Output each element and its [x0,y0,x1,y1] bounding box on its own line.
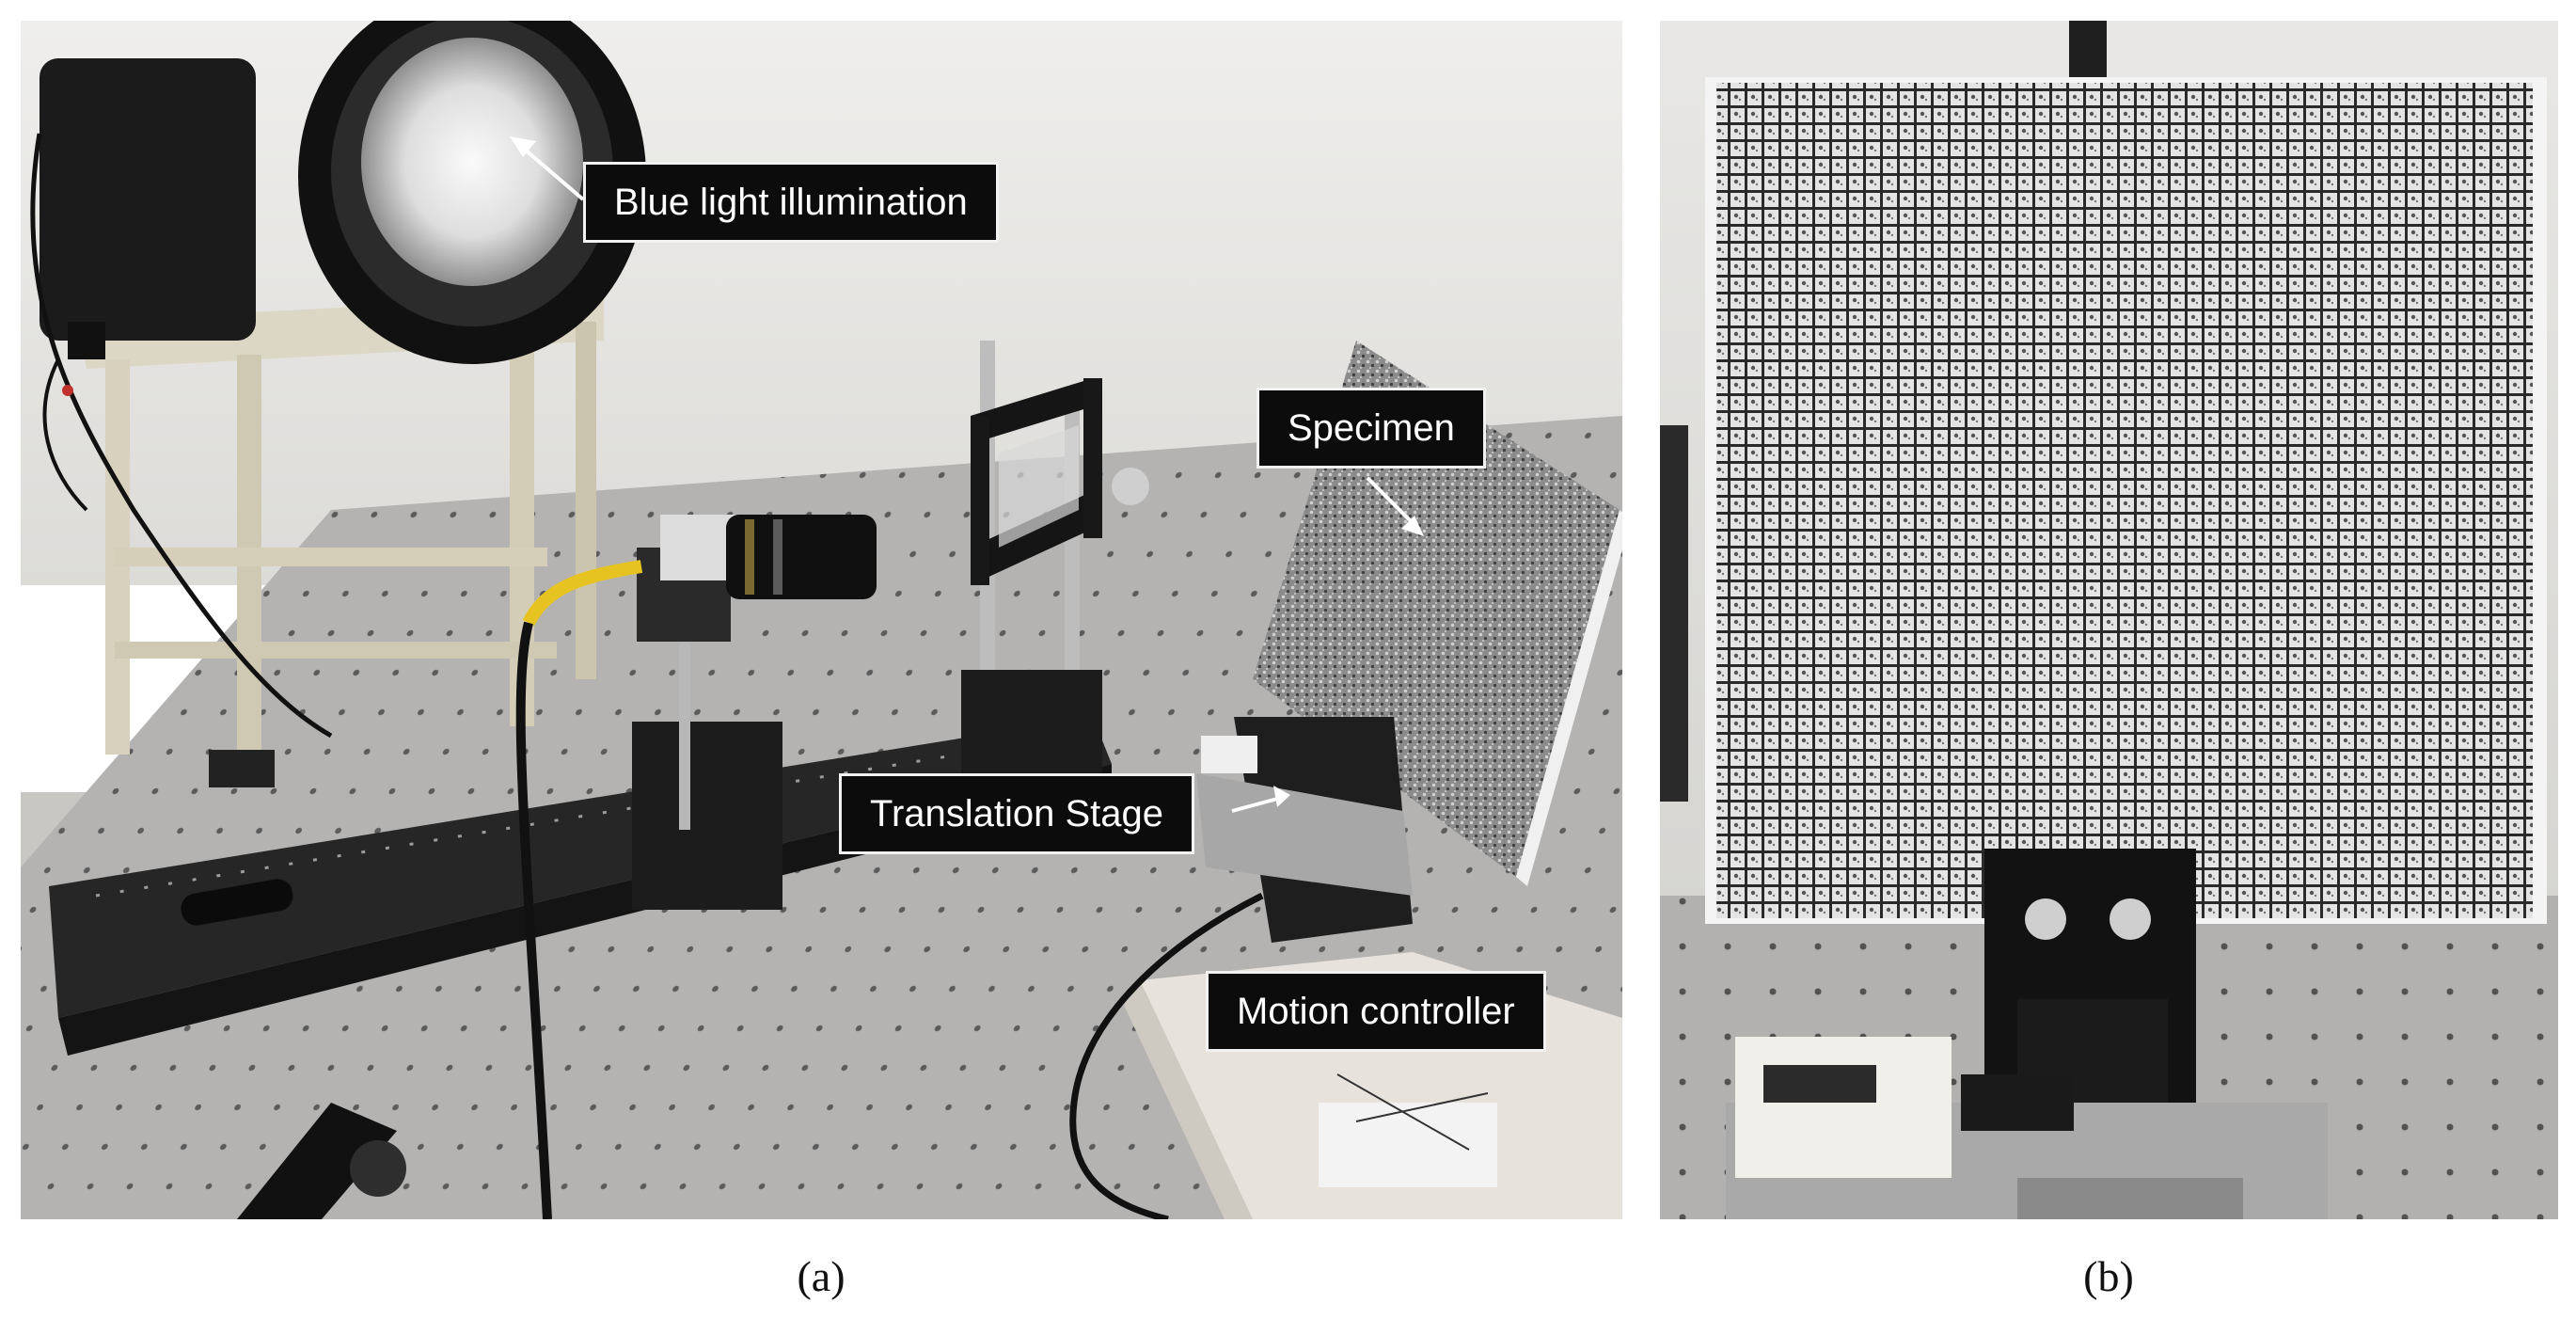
photo-panel-a: Blue light illumination Specimen Transla… [21,21,1622,1219]
translation-stage [1196,717,1413,943]
lamp [30,21,646,739]
stand-base [237,1103,406,1219]
caption-b: (b) [2083,1252,2134,1300]
caption-a: (a) [797,1252,845,1300]
lens-holder [961,341,1149,773]
photo-panel-b [1660,21,2558,1219]
callout-motion-controller: Motion controller [1206,971,1546,1052]
specimen-mount [1984,849,2196,1103]
callout-translation-stage: Translation Stage [839,773,1195,854]
specimen-closeup-photo [1660,21,2558,1219]
speckle-pattern-specimen [1705,77,2547,924]
callout-blue-light-illumination: Blue light illumination [583,162,999,243]
camera [515,515,877,1219]
translation-stage [1726,1037,2328,1219]
callout-specimen: Specimen [1256,388,1486,469]
callout-arrows [510,136,1424,813]
